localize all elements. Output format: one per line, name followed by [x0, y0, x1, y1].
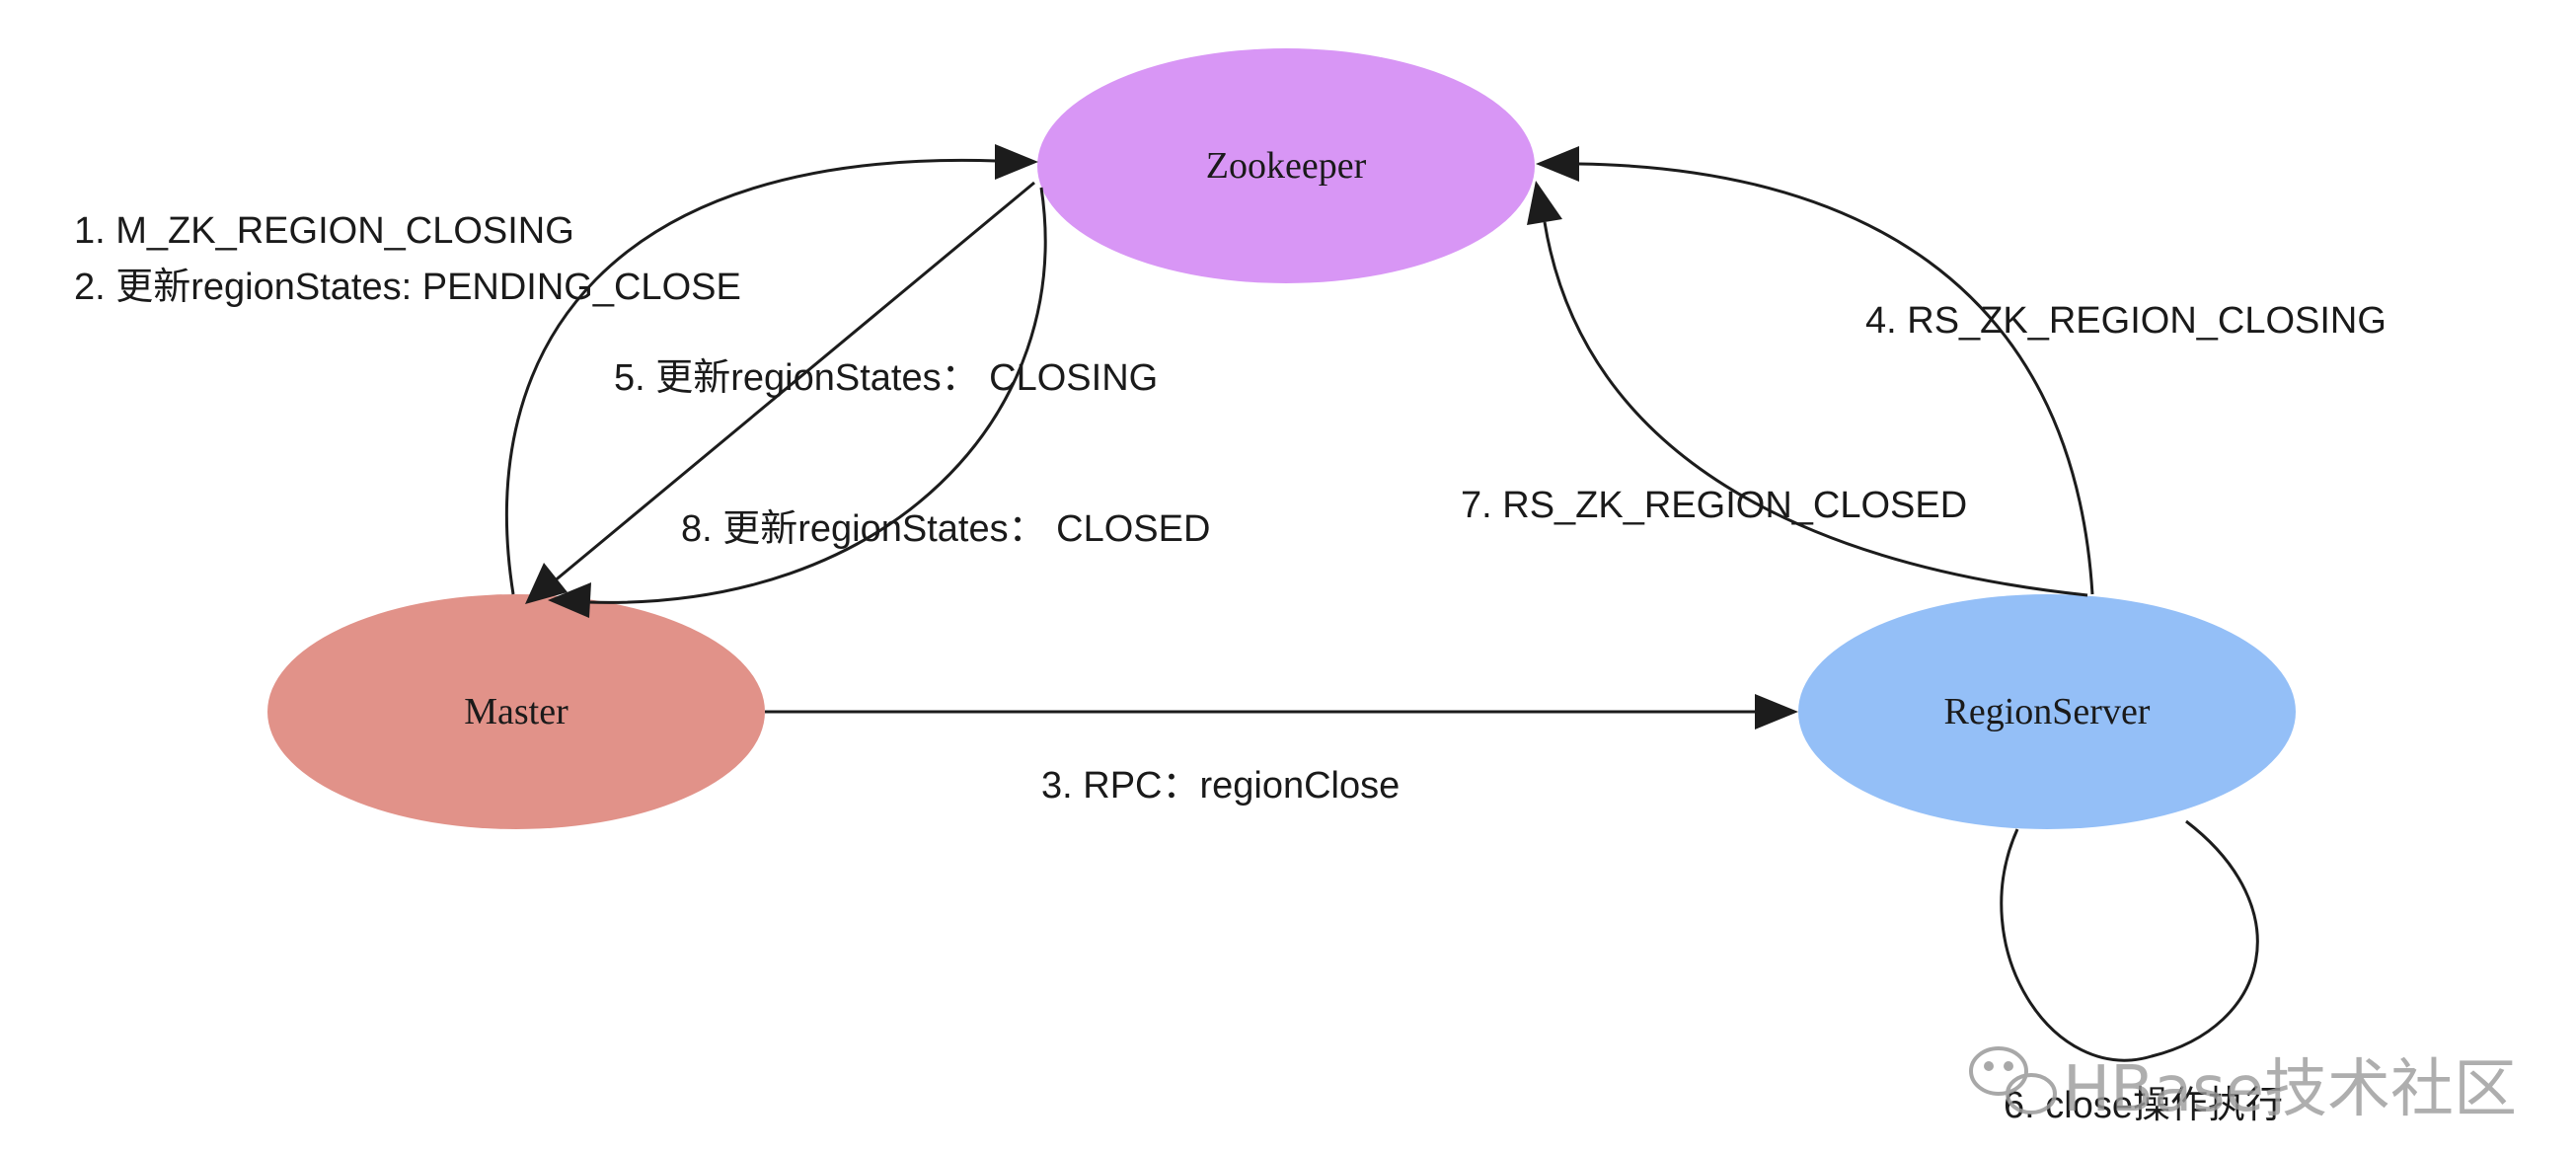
- arrowhead-zk-to-master-diagonal: [525, 563, 568, 604]
- edge-rs-to-zk-inner: [1543, 221, 2088, 597]
- edge-zk-to-master-curve: [586, 187, 1047, 604]
- edge-rs-self-loop: [2000, 819, 2259, 1062]
- edge-label-7: 7. RS_ZK_REGION_CLOSED: [1461, 485, 1967, 526]
- regionserver-node: [1798, 594, 2296, 829]
- master-node: [267, 594, 765, 829]
- wechat-icon: [1969, 1046, 2057, 1115]
- zookeeper-node: [1037, 48, 1535, 283]
- arrowhead-zk-to-master-curve: [548, 582, 591, 618]
- zookeeper-label: Zookeeper: [1206, 145, 1367, 187]
- arrowhead-rs-to-zk-outer: [1536, 146, 1579, 182]
- edge-label-1: 1. M_ZK_REGION_CLOSING: [74, 210, 574, 252]
- arrowhead-master-to-zk: [995, 144, 1038, 180]
- edge-label-2: 2. 更新regionStates: PENDING_CLOSE: [74, 267, 741, 308]
- regionserver-label: RegionServer: [1944, 691, 2151, 732]
- edge-master-to-zk: [504, 158, 998, 595]
- edge-zk-to-master-diagonal: [552, 181, 1035, 584]
- master-label: Master: [464, 691, 568, 732]
- edge-label-3: 3. RPC：regionClose: [1041, 765, 1400, 807]
- edge-label-4: 4. RS_ZK_REGION_CLOSING: [1865, 300, 2387, 342]
- edge-label-8: 8. 更新regionStates： CLOSED: [681, 508, 1210, 550]
- arrowhead-rs-to-zk-inner: [1527, 181, 1562, 225]
- arrowhead-master-to-rs: [1755, 694, 1798, 730]
- edge-label-5: 5. 更新regionStates： CLOSING: [614, 357, 1158, 399]
- edge-rs-to-zk-outer: [1578, 162, 2094, 595]
- watermark-text: HBase技术社区: [2063, 1053, 2517, 1126]
